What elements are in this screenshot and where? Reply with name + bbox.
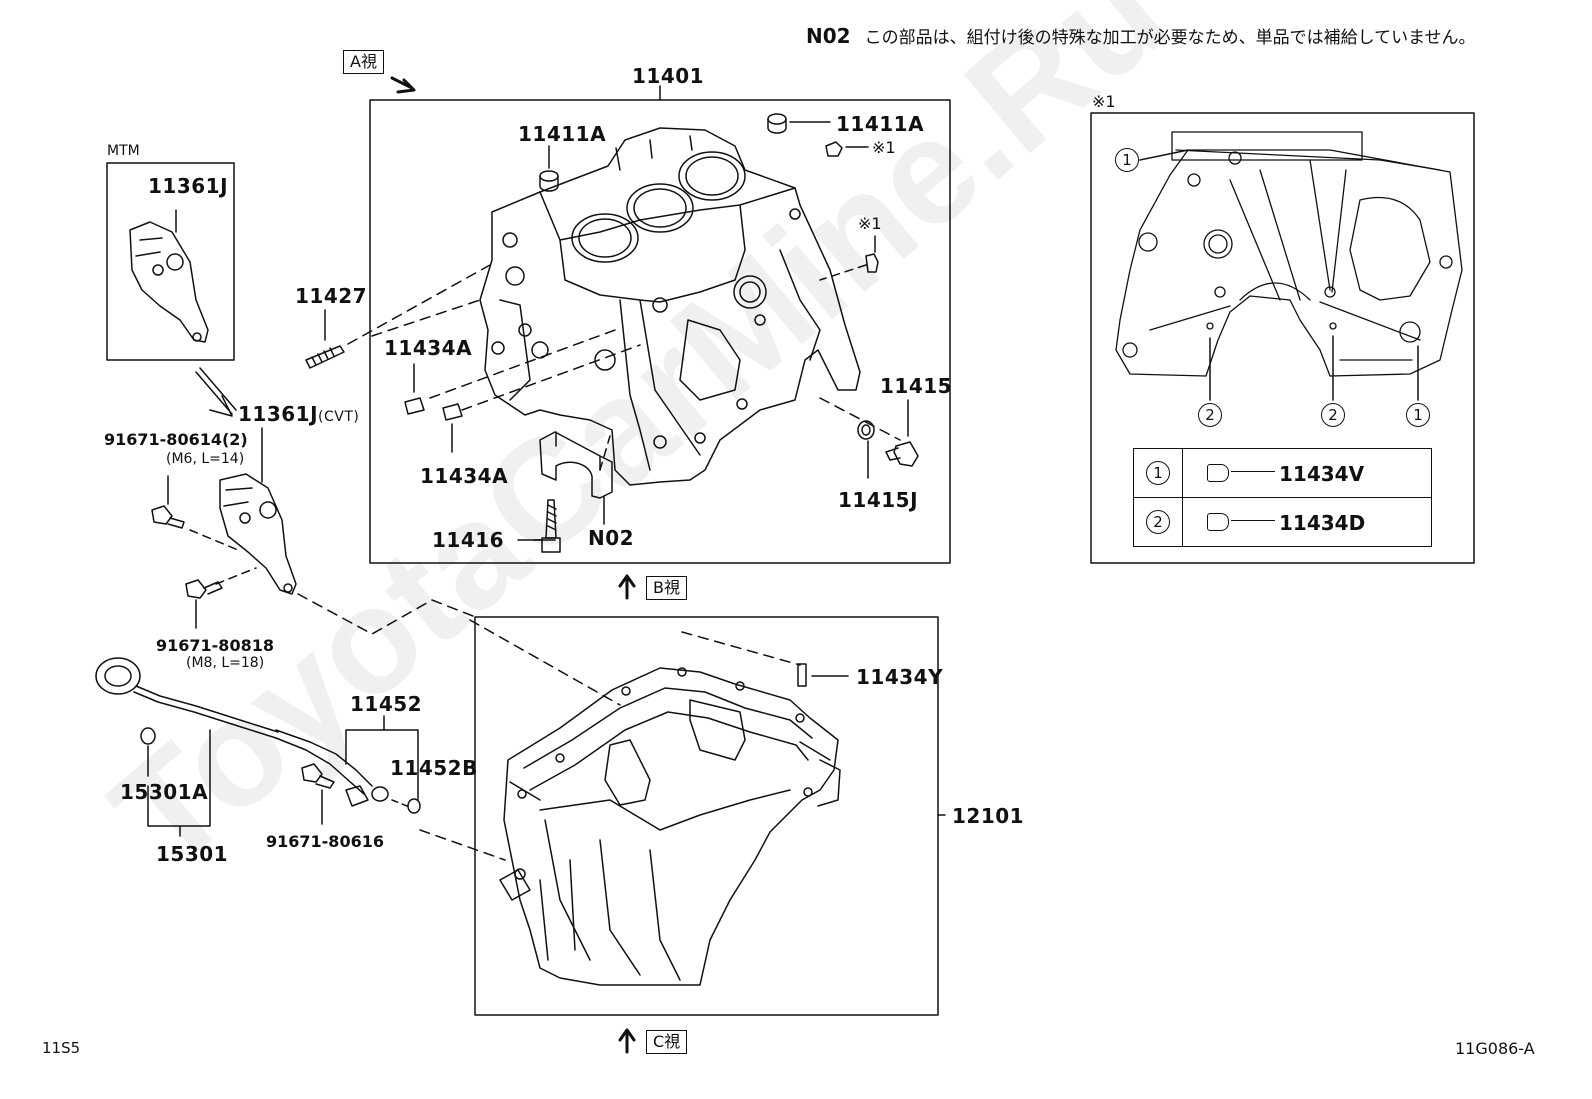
pan-frame	[474, 616, 939, 1016]
cap-bolt-drawing	[533, 499, 561, 553]
label-11415[interactable]: 11415	[880, 374, 953, 398]
pin-v-icon	[1207, 464, 1229, 482]
label-11361j-mtm[interactable]: 11361J	[148, 174, 229, 198]
note-text: この部品は、組付け後の特殊な加工が必要なため、単品では補給していません。	[864, 28, 1476, 48]
pin-a2-drawing	[442, 403, 463, 453]
bolt-m6-drawing	[151, 475, 185, 529]
cylinder-block-drawing	[479, 127, 861, 486]
guide-drawing	[275, 729, 389, 807]
label-91671-80818[interactable]: 91671-80818	[156, 636, 274, 655]
drain-gasket-drawing	[857, 420, 875, 440]
view-a-tag: A視	[343, 50, 384, 74]
detail-frame	[1090, 112, 1475, 564]
label-11427[interactable]: 11427	[295, 284, 368, 308]
detail-mark-top: 1	[1115, 148, 1139, 172]
plug-right-drawing	[767, 113, 831, 134]
label-11452[interactable]: 11452	[350, 692, 423, 716]
legend-row: 1 11434V	[1133, 448, 1432, 498]
label-m8-spec: (M8, L=18)	[186, 655, 265, 671]
label-n02[interactable]: N02	[588, 526, 635, 550]
label-12101[interactable]: 12101	[952, 804, 1025, 828]
legend-part-11434d[interactable]: 11434D	[1279, 511, 1366, 535]
pin-a1-drawing	[404, 363, 425, 415]
guide-oring-drawing	[407, 798, 421, 814]
label-11361j-cvt-number: 11361J	[238, 402, 319, 426]
guide-bolt-drawing	[301, 763, 335, 825]
label-15301a[interactable]: 15301A	[120, 780, 209, 804]
detail-ref-label: ※1	[1092, 92, 1116, 111]
label-15301[interactable]: 15301	[156, 842, 229, 866]
detail-block-drawing	[1115, 131, 1463, 377]
plug-left-drawing	[539, 145, 559, 192]
detail-mark-bottom-b: 2	[1321, 403, 1345, 427]
detail-mark-bottom-c: 1	[1406, 403, 1430, 427]
label-11411a-right[interactable]: 11411A	[836, 112, 925, 136]
label-91671-80614[interactable]: 91671-80614(2)	[104, 430, 248, 449]
label-11434y[interactable]: 11434Y	[856, 665, 944, 689]
bracket-mtm-drawing	[129, 209, 209, 343]
stud-drawing	[305, 264, 491, 369]
footer-diagram-ref: 11G086-A	[1455, 1039, 1535, 1058]
gauge-drawing	[95, 657, 279, 739]
detail-mark-bottom-a: 2	[1198, 403, 1222, 427]
ref-pin-drawing	[819, 235, 879, 281]
bolt-m8-drawing	[185, 579, 223, 629]
label-11415j[interactable]: 11415J	[838, 488, 919, 512]
label-11434a-bottom[interactable]: 11434A	[420, 464, 509, 488]
label-11452b[interactable]: 11452B	[390, 756, 478, 780]
legend-mark: 1	[1146, 461, 1170, 485]
label-11416[interactable]: 11416	[432, 528, 505, 552]
note-line: N02 この部品は、組付け後の特殊な加工が必要なため、単品では補給していません。	[806, 26, 1476, 47]
label-ref-pin: ※1	[858, 214, 882, 233]
label-11401[interactable]: 11401	[632, 64, 705, 88]
view-c-tag: C視	[646, 1030, 688, 1054]
mtm-frame	[106, 162, 235, 361]
view-b-tag: B視	[646, 576, 687, 600]
label-91671-80616[interactable]: 91671-80616	[266, 832, 384, 851]
label-m6-spec: (M6, L=14)	[166, 451, 245, 467]
bracket-cvt-drawing	[219, 427, 297, 595]
legend-row: 2 11434D	[1133, 497, 1432, 547]
oil-pan-drawing	[499, 667, 841, 986]
pin-d-icon	[1207, 513, 1229, 531]
pan-pin-drawing	[797, 663, 849, 687]
label-ref-small: ※1	[872, 138, 896, 157]
gauge-oring-drawing	[140, 727, 156, 777]
label-11411a-left[interactable]: 11411A	[518, 122, 607, 146]
label-cvt-suffix: (CVT)	[318, 409, 360, 425]
drain-plug-drawing	[885, 441, 919, 467]
mtm-label: MTM	[107, 143, 140, 159]
note-code: N02	[806, 24, 851, 48]
label-11434a-top[interactable]: 11434A	[384, 336, 473, 360]
label-11361j-cvt[interactable]: 11361J(CVT)	[238, 404, 359, 424]
footer-page-code: 11S5	[42, 1039, 81, 1057]
legend-part-11434v[interactable]: 11434V	[1279, 462, 1365, 486]
legend-mark: 2	[1146, 510, 1170, 534]
pin-legend-table: 1 11434V 2 11434D	[1133, 448, 1432, 547]
small-plug-drawing	[825, 141, 869, 157]
